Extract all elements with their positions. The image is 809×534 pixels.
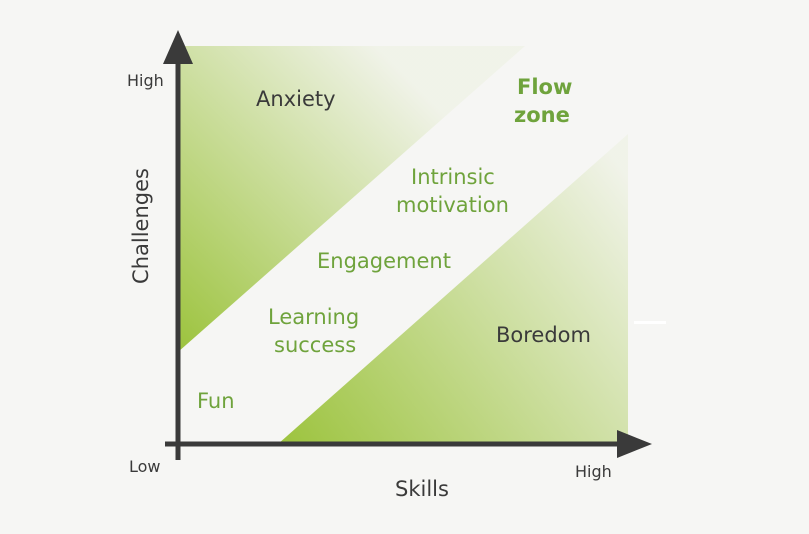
intrinsic-motivation-label-line1: Intrinsic [411, 165, 495, 189]
engagement-label: Engagement [317, 249, 451, 273]
fun-label: Fun [197, 389, 235, 413]
learning-success-label-line1: Learning [268, 305, 360, 329]
dash-mark [634, 321, 666, 324]
anxiety-region [178, 46, 525, 352]
boredom-region [278, 134, 628, 444]
x-axis-title: Skills [395, 477, 449, 501]
intrinsic-motivation-label-line2: motivation [396, 193, 509, 217]
flow-zone-label-line2: zone [514, 103, 570, 127]
x-axis-arrow [617, 430, 652, 458]
y-axis-arrow [163, 30, 193, 64]
x-axis-high-label: High [575, 462, 612, 481]
y-axis-high-label: High [127, 71, 164, 90]
boredom-label: Boredom [496, 323, 591, 347]
y-axis-title: Challenges [129, 168, 153, 284]
learning-success-label-line2: success [274, 333, 357, 357]
origin-low-label: Low [129, 457, 161, 476]
anxiety-label: Anxiety [256, 87, 336, 111]
flow-zone-label-line1: Flow [517, 75, 573, 99]
